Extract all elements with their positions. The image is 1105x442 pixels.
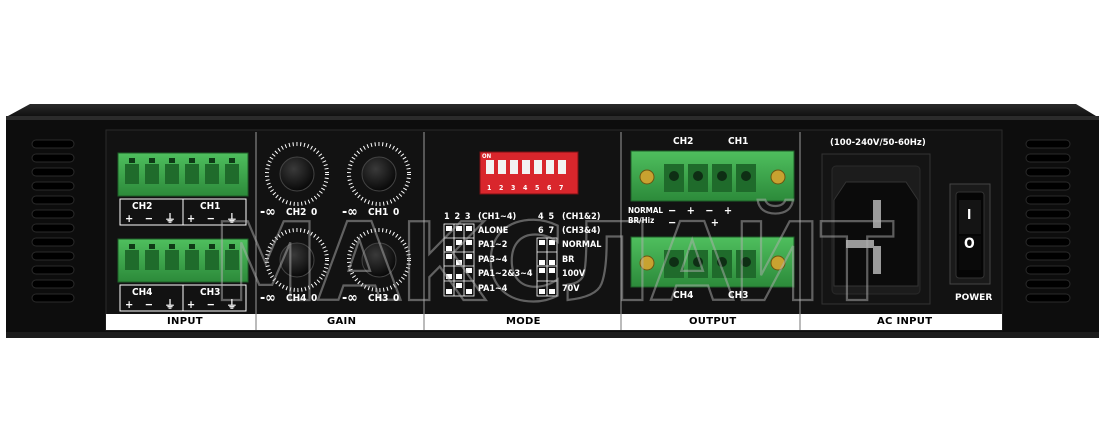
chassis-top — [8, 104, 1096, 116]
mode-option-alone: ALONE — [478, 226, 509, 236]
output-label-ch4: CH4 — [673, 290, 694, 301]
output-normal-label: NORMAL — [628, 206, 664, 215]
gain-knob-ch2 — [265, 142, 329, 206]
output-normal-signs: − + − + — [668, 204, 733, 217]
section-ac-input: AC INPUT — [877, 316, 933, 327]
mode-right-header2: (CH3&4) — [562, 226, 601, 236]
dip-num-4: 4 — [523, 184, 528, 192]
mode-table-left — [443, 223, 475, 297]
gain-max-ch3: 0 — [393, 293, 400, 304]
mode-table-right — [536, 237, 558, 297]
mode-right-header2-nums: 6 7 — [538, 226, 556, 236]
gain-knob-ch4 — [265, 228, 329, 292]
input-terminal-top — [117, 152, 249, 197]
section-label-strip — [106, 314, 1002, 330]
dip-num-7: 7 — [559, 184, 564, 192]
section-dividers — [255, 132, 801, 328]
gain-min-ch1: -∞ — [342, 204, 358, 220]
power-switch — [949, 183, 991, 285]
input-label-ch2: CH2 — [132, 201, 153, 212]
gain-max-ch4: 0 — [311, 293, 318, 304]
input-label-ch4: CH4 — [132, 287, 153, 298]
ac-rating-label: (100-240V/50-60Hz) — [830, 138, 926, 148]
section-gain: GAIN — [327, 316, 357, 327]
gain-label-ch3: CH3 — [368, 293, 389, 304]
output-label-ch1: CH1 — [728, 136, 749, 147]
dip-on-label: ON — [482, 153, 492, 160]
gain-max-ch1: 0 — [393, 207, 400, 218]
dip-num-1: 1 — [487, 184, 492, 192]
iec-power-inlet — [821, 153, 931, 305]
dip-switch — [479, 151, 579, 195]
mode-left-header: (CH1~4) — [478, 212, 517, 222]
gain-label-ch4: CH4 — [286, 293, 307, 304]
input-label-ch3: CH3 — [200, 287, 221, 298]
mode-option-pa1-4: PA1~4 — [478, 284, 508, 294]
output-terminal-bottom — [630, 236, 795, 288]
mode-option-pa1-2: PA1~2 — [478, 240, 508, 250]
output-br-signs: − + — [668, 216, 720, 229]
gain-min-ch2: -∞ — [260, 204, 276, 220]
section-input: INPUT — [167, 316, 203, 327]
gain-label-ch2: CH2 — [286, 207, 307, 218]
section-output: OUTPUT — [689, 316, 737, 327]
input-pins-top: + − ⏚ + − ⏚ — [125, 212, 242, 225]
power-on-mark[interactable]: I — [967, 208, 972, 223]
mode-left-header-nums: 1 2 3 — [444, 212, 472, 222]
right-vent — [1025, 139, 1071, 303]
dip-num-3: 3 — [511, 184, 516, 192]
left-vent — [31, 139, 75, 303]
dip-num-2: 2 — [499, 184, 504, 192]
mode-right-header1: (CH1&2) — [562, 212, 601, 222]
gain-label-ch1: CH1 — [368, 207, 389, 218]
output-label-ch2: CH2 — [673, 136, 694, 147]
input-label-ch1: CH1 — [200, 201, 221, 212]
output-terminal-top — [630, 150, 795, 202]
gain-min-ch3: -∞ — [342, 290, 358, 306]
mode-right-header1-nums: 4 5 — [538, 212, 556, 222]
gain-knob-ch3 — [347, 228, 411, 292]
mode-option-pa3-4: PA3~4 — [478, 255, 508, 265]
dip-num-5: 5 — [535, 184, 540, 192]
gain-max-ch2: 0 — [311, 207, 318, 218]
output-label-ch3: CH3 — [728, 290, 749, 301]
mode-option-pa1-2-3-4: PA1~2&3~4 — [478, 269, 533, 279]
mode-option-normal: NORMAL — [562, 240, 602, 250]
watermark: МАКСЛАЙТ — [212, 199, 894, 326]
mode-option-100v: 100V — [562, 269, 586, 279]
gain-min-ch4: -∞ — [260, 290, 276, 306]
dip-num-6: 6 — [547, 184, 552, 192]
power-label: POWER — [955, 293, 993, 303]
input-pins-bottom: + − ⏚ + − ⏚ — [125, 298, 242, 311]
section-mode: MODE — [506, 316, 541, 327]
mode-table-left-marks — [446, 226, 472, 294]
output-br-label: BR/Hiz — [628, 216, 655, 225]
gain-knob-ch1 — [347, 142, 411, 206]
mode-option-br: BR — [562, 255, 575, 265]
power-off-mark[interactable]: O — [964, 236, 975, 252]
input-terminal-bottom — [117, 238, 249, 283]
mode-option-70v: 70V — [562, 284, 580, 294]
